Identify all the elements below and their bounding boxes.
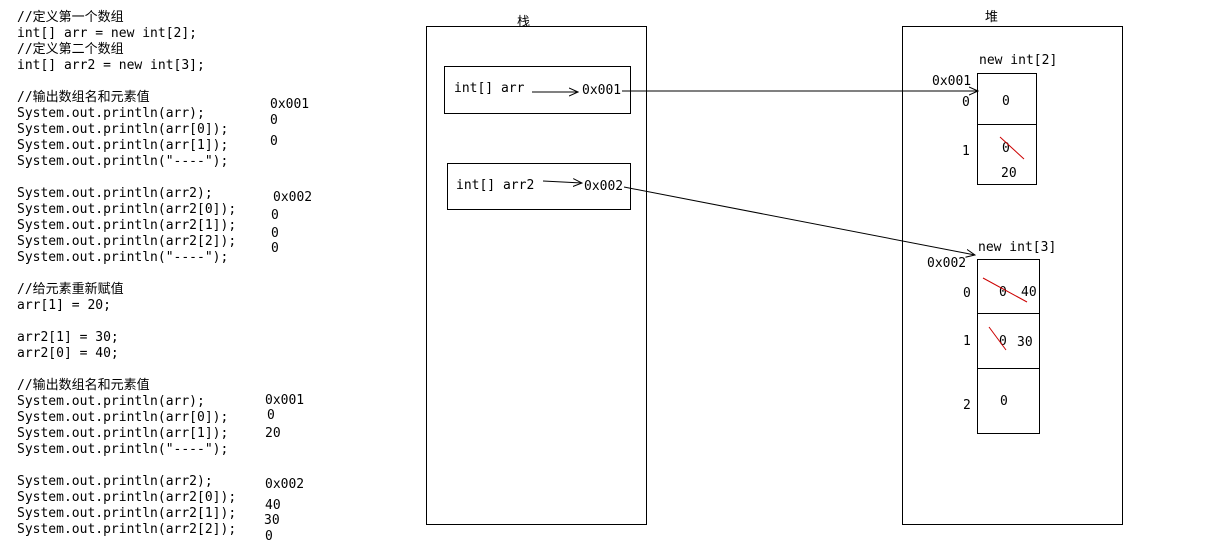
code-line: int[] arr2 = new int[3]; <box>17 58 205 73</box>
code-line: arr2[0] = 40; <box>17 346 119 361</box>
output2-arr2-2: 0 <box>265 529 273 544</box>
code-line: System.out.println(arr2[2]); <box>17 234 237 249</box>
stack-region <box>426 26 647 525</box>
heap-array2-index-1: 1 <box>963 334 971 349</box>
code-line: //定义第一个数组 <box>17 10 124 25</box>
code-line: System.out.println(arr2[1]); <box>17 506 237 521</box>
heap-array1-label: new int[2] <box>979 53 1058 68</box>
code-line: //给元素重新赋值 <box>17 282 124 297</box>
code-line: System.out.println(arr2); <box>17 186 213 201</box>
heap-region <box>902 26 1123 525</box>
code-line: System.out.println("----"); <box>17 442 229 457</box>
heap-array2-index-2: 2 <box>963 398 971 413</box>
code-line: System.out.println(arr2[0]); <box>17 202 237 217</box>
heap-array2-value-0-new: 40 <box>1021 285 1037 300</box>
code-line: int[] arr = new int[2]; <box>17 26 198 41</box>
code-line: System.out.println(arr2[1]); <box>17 218 237 233</box>
heap-array1-value-1-old: 0 <box>1002 141 1010 156</box>
heap-array2-value-1-new: 30 <box>1017 335 1033 350</box>
output-arr2-0: 0 <box>271 208 279 223</box>
code-line: System.out.println("----"); <box>17 154 229 169</box>
output-arr-addr: 0x001 <box>270 97 310 112</box>
heap-array1-addr: 0x001 <box>932 74 972 89</box>
output-arr-1: 0 <box>270 134 278 149</box>
heap-array1-divider <box>977 124 1037 125</box>
code-line: System.out.println(arr[0]); <box>17 410 229 425</box>
output-arr2-2: 0 <box>271 241 279 256</box>
stack-arr2-pointer-arrow <box>542 181 582 183</box>
strike-array2-value-1 <box>988 326 1007 351</box>
heap-array2-divider-2 <box>977 368 1040 369</box>
heap-array1-index-1: 1 <box>962 144 970 159</box>
output-arr-0: 0 <box>270 113 278 128</box>
heap-array2-label: new int[3] <box>978 240 1057 255</box>
heap-array1-value-1-new: 20 <box>1001 166 1017 181</box>
code-line: arr2[1] = 30; <box>17 330 119 345</box>
output-arr2-1: 0 <box>271 226 279 241</box>
heap-array2-divider-1 <box>977 313 1040 314</box>
heap-array2-value-2: 0 <box>1000 394 1008 409</box>
stack-var-arr <box>444 66 631 114</box>
code-line: System.out.println(arr2); <box>17 474 213 489</box>
code-line: System.out.println(arr[0]); <box>17 122 229 137</box>
code-line: //定义第二个数组 <box>17 42 124 57</box>
strike-array1-value-1 <box>999 136 1025 160</box>
stack-var-arr2-label: int[] arr2 <box>456 178 535 193</box>
code-line: System.out.println(arr); <box>17 106 205 121</box>
heap-array1-value-0: 0 <box>1002 94 1010 109</box>
stack-var-arr2-addr: 0x002 <box>584 179 624 194</box>
heap-array1-index-0: 0 <box>962 95 970 110</box>
output2-arr2-0: 40 <box>265 498 281 513</box>
stack-var-arr-label: int[] arr <box>454 81 525 96</box>
stack-var-arr-addr: 0x001 <box>582 83 622 98</box>
code-line: System.out.println(arr[1]); <box>17 426 229 441</box>
heap-array2-value-1-old: 0 <box>999 334 1007 349</box>
code-line: arr[1] = 20; <box>17 298 111 313</box>
output2-arr-addr: 0x001 <box>265 393 305 408</box>
heap-array2-addr: 0x002 <box>927 256 967 271</box>
output2-arr-0: 0 <box>267 408 275 423</box>
code-line: //输出数组名和元素值 <box>17 90 150 105</box>
code-line: System.out.println(arr2[0]); <box>17 490 237 505</box>
stack-var-arr2 <box>447 163 631 210</box>
heap-array2-index-0: 0 <box>963 286 971 301</box>
code-line: System.out.println(arr); <box>17 394 205 409</box>
output2-arr-1: 20 <box>265 426 281 441</box>
code-line: System.out.println(arr2[2]); <box>17 522 237 537</box>
code-line: //输出数组名和元素值 <box>17 378 150 393</box>
reference-arrow-arr2 <box>623 186 975 255</box>
code-line: System.out.println(arr[1]); <box>17 138 229 153</box>
heap-array1 <box>977 73 1037 185</box>
heap-array2 <box>977 259 1040 434</box>
heap-array2-value-0-old: 0 <box>999 285 1007 300</box>
output2-arr2-addr: 0x002 <box>265 477 305 492</box>
code-line: System.out.println("----"); <box>17 250 229 265</box>
output2-arr2-1: 30 <box>264 513 280 528</box>
output-arr2-addr: 0x002 <box>273 190 313 205</box>
heap-title: 堆 <box>985 10 999 25</box>
strike-array2-value-0 <box>982 277 1028 303</box>
